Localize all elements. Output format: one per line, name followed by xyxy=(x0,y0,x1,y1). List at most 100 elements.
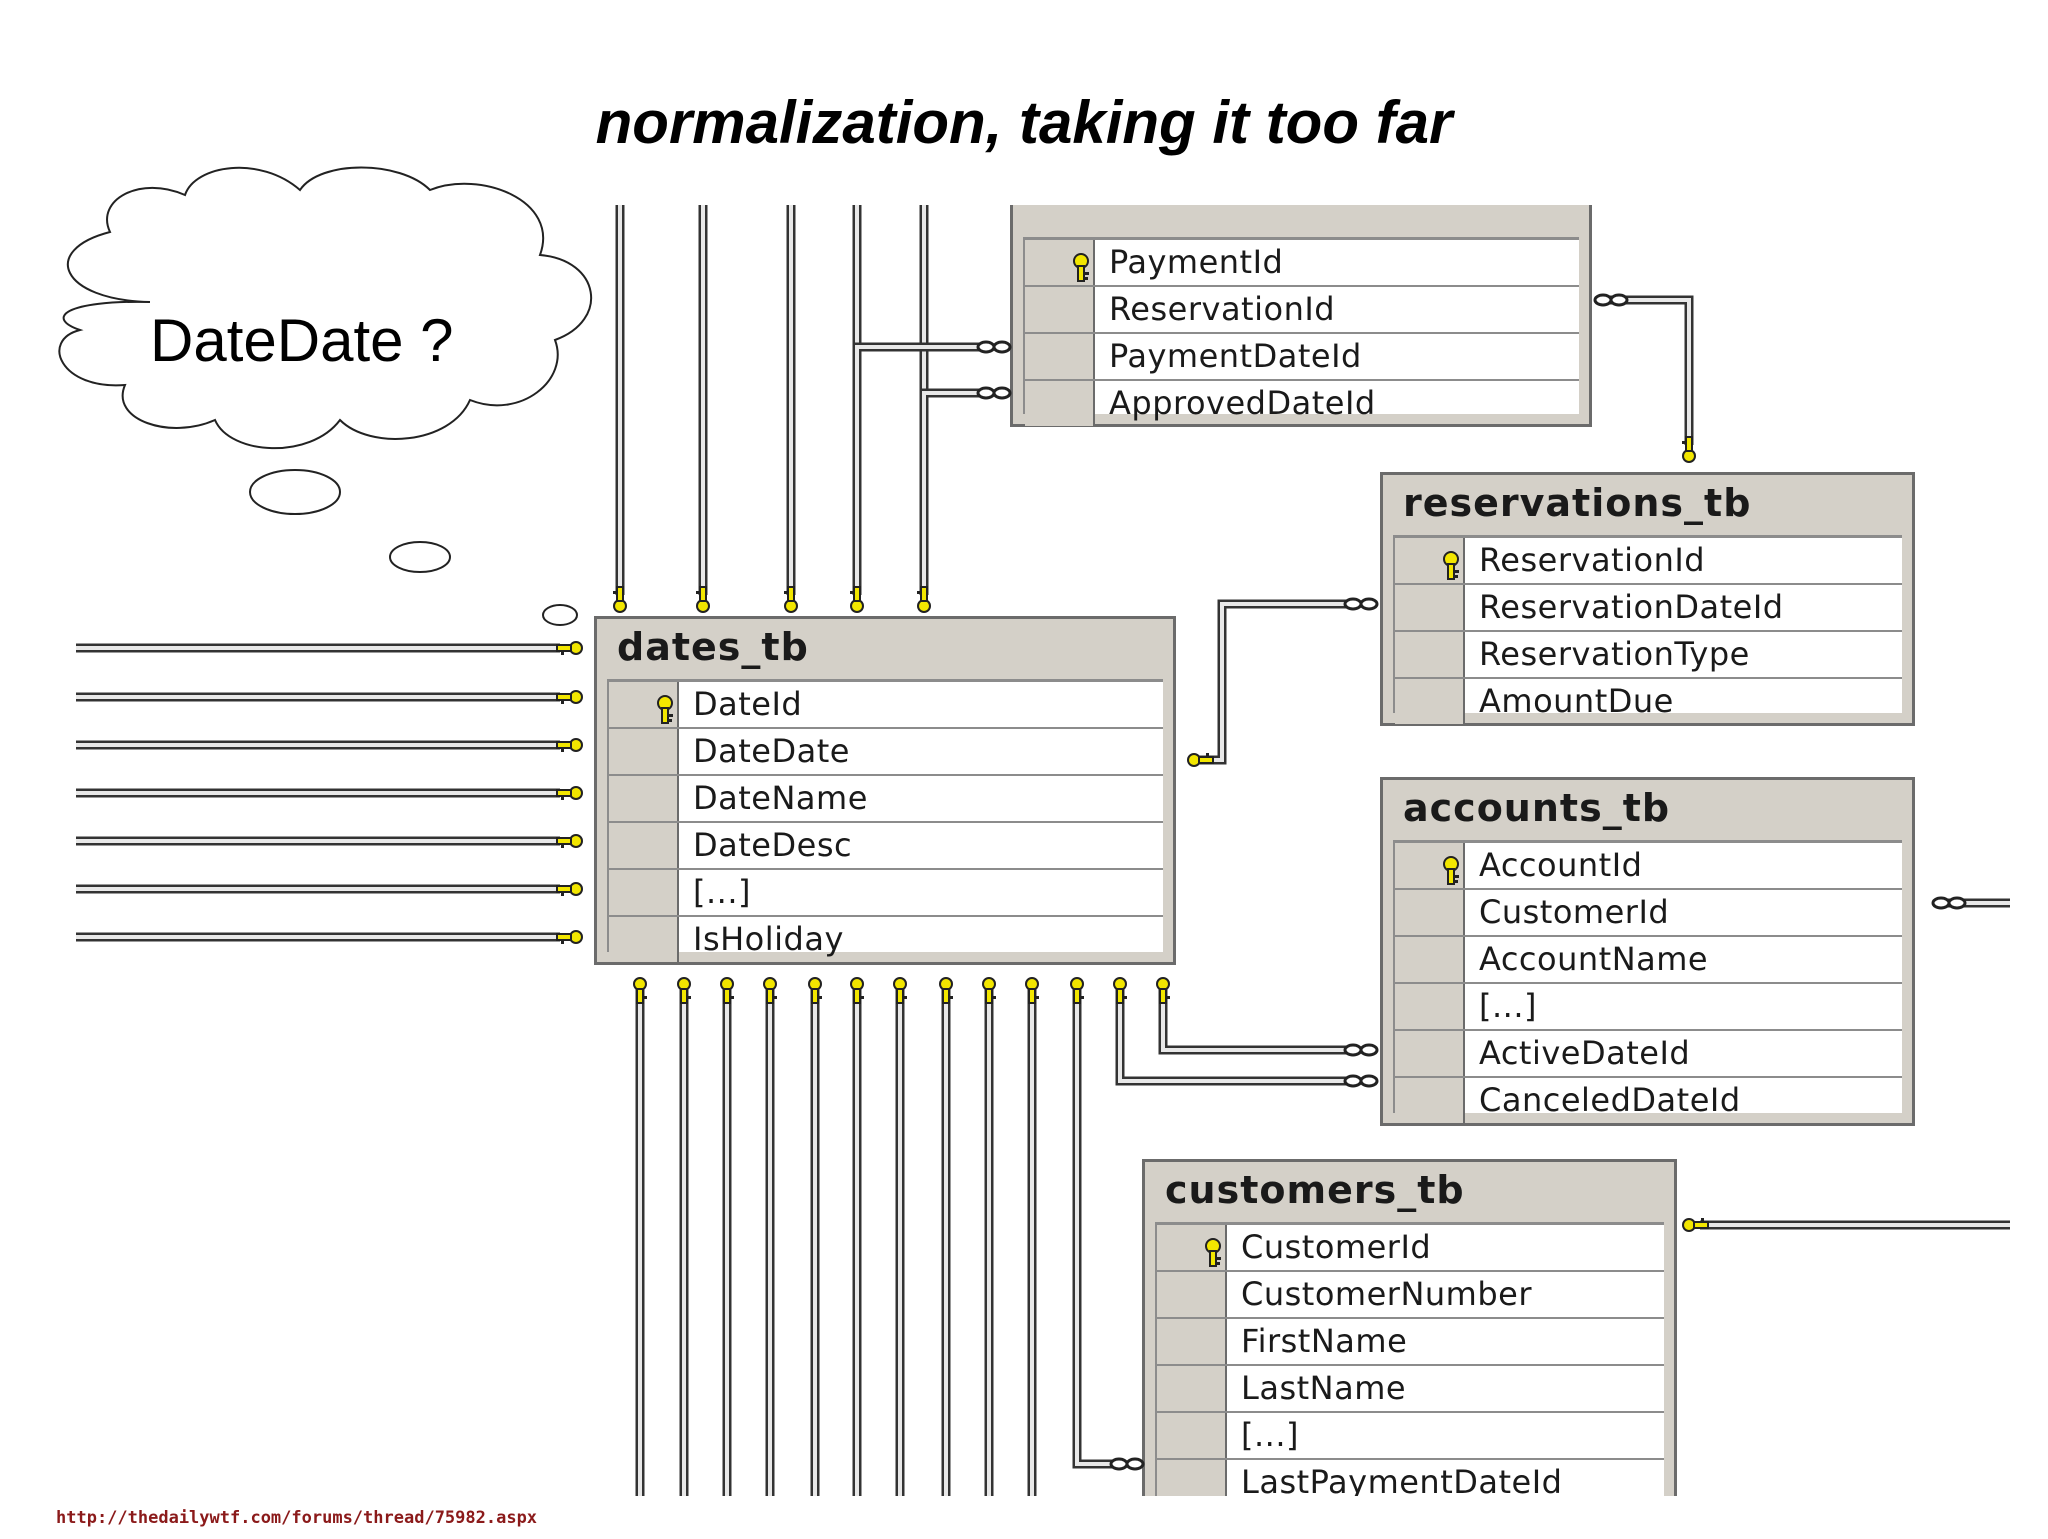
row-selector xyxy=(1157,1413,1227,1458)
field-name: CanceledDateId xyxy=(1479,1081,1741,1119)
row-selector xyxy=(1157,1366,1227,1411)
field-row[interactable]: [...] xyxy=(609,870,1163,917)
field-name: FirstName xyxy=(1241,1322,1408,1360)
field-row[interactable]: PaymentId xyxy=(1025,240,1579,287)
relationship-line xyxy=(1118,985,1350,1083)
field-row[interactable]: DateName xyxy=(609,776,1163,823)
row-selector xyxy=(1395,890,1465,935)
row-selector xyxy=(1395,1078,1465,1123)
field-name: IsHoliday xyxy=(693,920,844,958)
row-selector xyxy=(1395,984,1465,1029)
field-name: AccountId xyxy=(1479,846,1643,884)
source-link[interactable]: http://thedailywtf.com/forums/thread/759… xyxy=(56,1508,538,1528)
field-name: LastName xyxy=(1241,1369,1407,1407)
field-name: PaymentId xyxy=(1109,243,1284,281)
field-row[interactable]: LastName xyxy=(1157,1366,1664,1413)
relationship-line xyxy=(1075,985,1115,1466)
table-title: reservations_tb xyxy=(1403,481,1752,525)
field-name: CustomerId xyxy=(1241,1228,1432,1266)
row-selector xyxy=(1025,381,1095,426)
row-selector xyxy=(1157,1225,1227,1270)
field-name: DateDate xyxy=(693,732,850,770)
row-selector xyxy=(609,870,679,915)
field-name: CustomerId xyxy=(1479,893,1670,931)
row-selector xyxy=(1025,287,1095,332)
field-name: ReservationType xyxy=(1479,635,1750,673)
row-selector xyxy=(1395,1031,1465,1076)
field-row[interactable]: AccountId xyxy=(1395,843,1902,890)
row-selector xyxy=(1395,679,1465,724)
table-title: accounts_tb xyxy=(1403,786,1671,830)
table-fields: PaymentId ReservationId PaymentDateId Ap… xyxy=(1023,237,1579,426)
relationship-line xyxy=(922,391,985,595)
field-name: [...] xyxy=(1241,1416,1299,1454)
row-selector xyxy=(609,729,679,774)
reservations-table[interactable]: reservations_tb ReservationId Reservatio… xyxy=(1380,472,1915,726)
row-selector xyxy=(1157,1272,1227,1317)
dates-table[interactable]: dates_tb DateId DateDate DateName DateDe… xyxy=(594,616,1176,965)
field-name: DateId xyxy=(693,685,803,723)
row-selector xyxy=(1025,334,1095,379)
field-row[interactable]: CanceledDateId xyxy=(1395,1078,1902,1123)
row-selector xyxy=(1395,585,1465,630)
slide-title-overlay: normalization, taking it too far xyxy=(595,89,1453,156)
field-row[interactable]: DateDate xyxy=(609,729,1163,776)
field-name: [...] xyxy=(693,873,751,911)
field-row[interactable]: AmountDue xyxy=(1395,679,1902,724)
field-name: ActiveDateId xyxy=(1479,1034,1691,1072)
field-name: DateDesc xyxy=(693,826,853,864)
field-row[interactable]: IsHoliday xyxy=(609,917,1163,962)
field-row[interactable]: ReservationType xyxy=(1395,632,1902,679)
field-name: ApprovedDateId xyxy=(1109,384,1376,422)
table-fields: CustomerId CustomerNumber FirstName Last… xyxy=(1155,1222,1664,1516)
field-row[interactable]: CustomerNumber xyxy=(1157,1272,1664,1319)
field-row[interactable]: ApprovedDateId xyxy=(1025,381,1579,426)
row-selector xyxy=(1395,538,1465,583)
field-row[interactable]: ReservationId xyxy=(1025,287,1579,334)
field-row[interactable]: CustomerId xyxy=(1395,890,1902,937)
field-row[interactable]: ActiveDateId xyxy=(1395,1031,1902,1078)
crop-mask-bottom xyxy=(590,1496,2048,1539)
row-selector xyxy=(609,917,679,962)
field-row[interactable]: DateDesc xyxy=(609,823,1163,870)
row-selector xyxy=(609,682,679,727)
table-fields: ReservationId ReservationDateId Reservat… xyxy=(1393,535,1902,724)
field-row[interactable]: ReservationId xyxy=(1395,538,1902,585)
field-name: [...] xyxy=(1479,987,1537,1025)
field-row[interactable]: [...] xyxy=(1157,1413,1664,1460)
field-name: ReservationId xyxy=(1479,541,1706,579)
field-name: AmountDue xyxy=(1479,682,1674,720)
relationship-line xyxy=(1600,298,1691,445)
field-name: PaymentDateId xyxy=(1109,337,1362,375)
row-selector xyxy=(1395,632,1465,677)
table-title: customers_tb xyxy=(1165,1168,1465,1212)
relationship-line xyxy=(1161,985,1350,1052)
field-name: DateName xyxy=(693,779,868,817)
field-row[interactable]: ReservationDateId xyxy=(1395,585,1902,632)
row-selector xyxy=(1025,240,1095,285)
table-fields: AccountId CustomerId AccountName [...] A… xyxy=(1393,840,1902,1123)
field-row[interactable]: FirstName xyxy=(1157,1319,1664,1366)
field-row[interactable]: AccountName xyxy=(1395,937,1902,984)
field-name: CustomerNumber xyxy=(1241,1275,1532,1313)
table-fields: DateId DateDate DateName DateDesc [...] … xyxy=(607,679,1163,962)
thought-bubble-text: DateDate ? xyxy=(150,307,454,374)
row-selector xyxy=(609,823,679,868)
field-row[interactable]: DateId xyxy=(609,682,1163,729)
relationship-line xyxy=(855,345,985,595)
customers-table[interactable]: customers_tb CustomerId CustomerNumber F… xyxy=(1142,1159,1677,1519)
crop-mask-top xyxy=(590,0,2048,205)
field-row[interactable]: [...] xyxy=(1395,984,1902,1031)
field-name: AccountName xyxy=(1479,940,1709,978)
row-selector xyxy=(609,776,679,821)
field-row[interactable]: PaymentDateId xyxy=(1025,334,1579,381)
field-row[interactable]: CustomerId xyxy=(1157,1225,1664,1272)
row-selector xyxy=(1157,1319,1227,1364)
field-name: ReservationDateId xyxy=(1479,588,1784,626)
table-title: dates_tb xyxy=(617,625,809,669)
accounts-table[interactable]: accounts_tb AccountId CustomerId Account… xyxy=(1380,777,1915,1126)
field-name: LastPaymentDateId xyxy=(1241,1463,1563,1501)
